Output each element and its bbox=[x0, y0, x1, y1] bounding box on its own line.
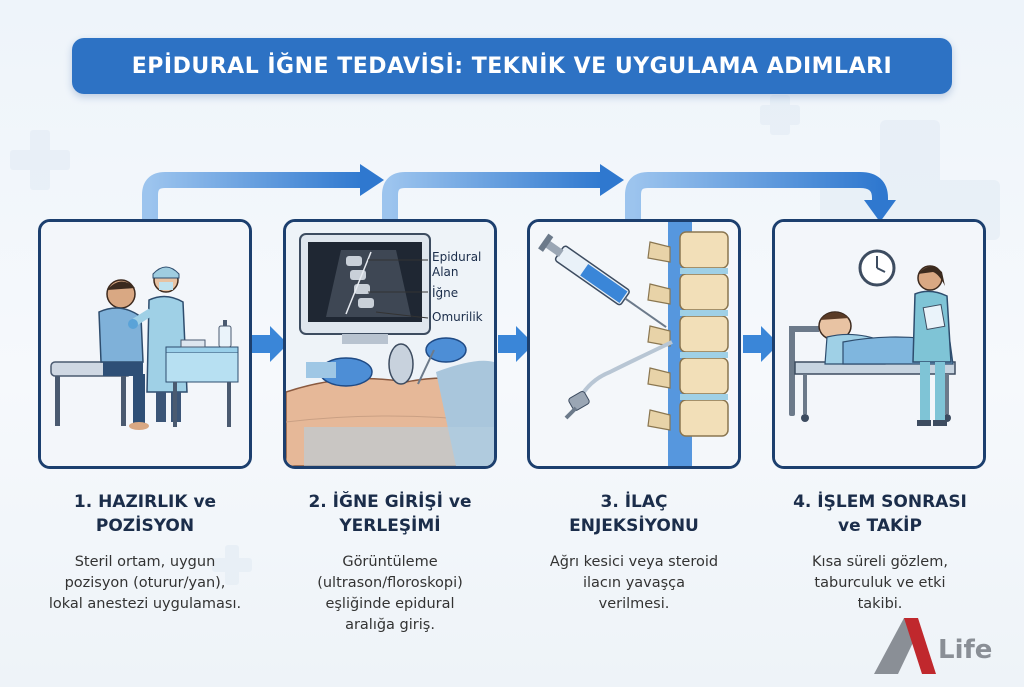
step-4-title: 4. İŞLEM SONRASI ve TAKİP bbox=[793, 492, 967, 536]
top-arrow-1 bbox=[142, 172, 365, 219]
panel-follow-up bbox=[772, 219, 986, 469]
step-4-description: Kısa süreli gözlem, taburculuk ve etki t… bbox=[812, 554, 948, 612]
follow-up-illustration bbox=[775, 222, 983, 466]
injection-illustration bbox=[530, 222, 738, 466]
mid-arrow-1 bbox=[252, 335, 272, 353]
label-epidural-area: Epidural Alan bbox=[432, 250, 481, 280]
label-epidural-line2: Alan bbox=[432, 265, 459, 279]
top-arrow-2 bbox=[382, 172, 605, 219]
top-arrow-2-head bbox=[600, 164, 624, 196]
step-2-title: 2. İĞNE GİRİŞİ ve YERLEŞİMİ bbox=[308, 492, 472, 536]
label-epidural-line1: Epidural bbox=[432, 250, 482, 264]
top-arrow-3 bbox=[625, 172, 888, 219]
step-1-title: 1. HAZIRLIK ve POZİSYON bbox=[73, 492, 217, 536]
panel-needle-entry: Epidural Alan İğne Omurilik bbox=[283, 219, 497, 469]
step-3-description: Ağrı kesici veya steroid ilacın yavaşça … bbox=[549, 554, 719, 612]
mid-arrow-2 bbox=[498, 335, 518, 353]
title-banner: EPİDURAL İĞNE TEDAVİSİ: TEKNİK VE UYGULA… bbox=[72, 38, 952, 94]
mid-arrow-1-head bbox=[270, 326, 288, 362]
top-arrow-1-head bbox=[360, 164, 384, 196]
logo-text: Life bbox=[938, 635, 993, 665]
step-4: 4. İŞLEM SONRASI ve TAKİP Kısa süreli gö… bbox=[760, 490, 1000, 615]
mid-arrow-3-head bbox=[761, 326, 779, 362]
panel-injection bbox=[527, 219, 741, 469]
step-3: 3. İLAÇ ENJEKSİYONU Ağrı kesici veya ste… bbox=[514, 490, 754, 615]
panel-preparation bbox=[38, 219, 252, 469]
preparation-illustration bbox=[41, 222, 249, 466]
step-3-title: 3. İLAÇ ENJEKSİYONU bbox=[569, 492, 699, 536]
mid-arrow-3 bbox=[743, 335, 763, 353]
mid-arrow-2-head bbox=[516, 326, 534, 362]
step-1: 1. HAZIRLIK ve POZİSYON Steril ortam, uy… bbox=[25, 490, 265, 615]
label-needle: İğne bbox=[432, 286, 459, 300]
label-spinal-cord: Omurilik bbox=[432, 310, 483, 324]
page-title: EPİDURAL İĞNE TEDAVİSİ: TEKNİK VE UYGULA… bbox=[131, 53, 893, 79]
step-1-description: Steril ortam, uygun pozisyon (oturur/yan… bbox=[48, 554, 242, 612]
top-arrow-3-head bbox=[864, 200, 896, 222]
needle-entry-illustration bbox=[286, 222, 494, 466]
life-logo bbox=[874, 618, 936, 674]
step-2-description: Görüntüleme (ultrason/floroskopi) eşliği… bbox=[317, 554, 463, 633]
step-2: 2. İĞNE GİRİŞİ ve YERLEŞİMİ Görüntüleme … bbox=[270, 490, 510, 636]
